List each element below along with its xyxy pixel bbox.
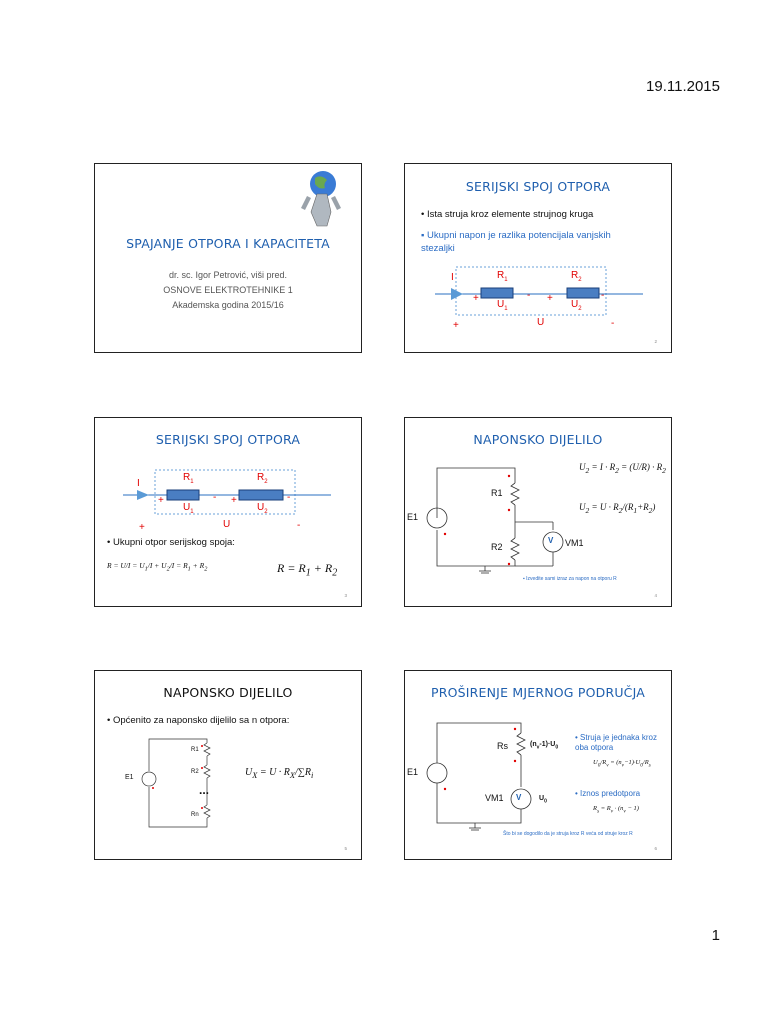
slide-title: NAPONSKO DIJELILO (163, 685, 293, 700)
general-divider-formula: UX = U · RX/∑Ri (245, 767, 314, 780)
n-resistor-divider-circuit (141, 738, 211, 828)
bullet-item: ▪ Ukupni napon je razlika potencijala va… (421, 230, 611, 254)
r1-label: R1 (497, 270, 508, 283)
plus-sign: + (453, 320, 459, 331)
rn-label: Rn (191, 812, 199, 818)
current-label: I (451, 272, 454, 283)
r2-label: R2 (571, 270, 582, 283)
slide-number: 5 (344, 846, 347, 851)
e1-label: E1 (125, 774, 134, 781)
plus-sign: + (139, 522, 145, 533)
u2-label: U2 (257, 502, 268, 515)
slide-number: 4 (654, 593, 657, 598)
minus-sign: - (527, 290, 531, 301)
divider-formula-1: U2 = I · R2 = (U/R) · R2 (579, 462, 666, 475)
slide-3: SERIJSKI SPOJ OTPORA I R1 R2 + - + - U1 … (94, 417, 362, 607)
series-circuit-diagram (123, 469, 331, 515)
bullet-item: • Ukupni otpor serijskog spoja: (107, 537, 235, 548)
current-equality-formula: U0/Rv = (nv−1)·U0/Rs (593, 759, 651, 769)
bullet-item: • Općenito za naponsko dijelilo sa n otp… (107, 715, 290, 726)
total-resistance-formula: R = R1 + R2 (277, 561, 338, 579)
u0-label: U0 (539, 795, 547, 805)
slide-title: NAPONSKO DIJELILO (473, 432, 603, 447)
slide-4: NAPONSKO DIJELILO E1 R1 R2 V VM1 U2 = I … (404, 417, 672, 607)
ellipsis: ... (199, 783, 210, 797)
u1-label: U1 (183, 502, 194, 515)
minus-sign: - (601, 290, 605, 301)
series-circuit-diagram (435, 266, 643, 316)
total-resistance-derivation: R = U/I = U1/I + U2/I = R1 + R2 (107, 561, 208, 573)
r1-label: R1 (183, 472, 194, 485)
total-voltage-label: U (223, 519, 231, 530)
r1-label: R1 (491, 488, 503, 498)
slide-2: SERIJSKI SPOJ OTPORA • Ista struja kroz … (404, 163, 672, 353)
voltage-divider-circuit (426, 467, 564, 574)
bullet-item: • Iznos predotpora (575, 789, 641, 798)
slide-title: SPAJANJE OTPORA I KAPACITETA (126, 236, 330, 251)
plus-sign: + (158, 495, 164, 506)
bullet-item: • Struja je jednaka kroz oba otpora (575, 733, 657, 752)
slide-5: NAPONSKO DIJELILO • Općenito za naponsko… (94, 670, 362, 860)
slide-title: SERIJSKI SPOJ OTPORA (155, 432, 301, 447)
current-label: I (137, 478, 140, 489)
slide-6: PROŠIRENJE MJERNOG PODRUČJA E1 Rs (nv-1)… (404, 670, 672, 860)
minus-sign: - (611, 318, 615, 329)
plus-sign: + (547, 293, 553, 304)
total-voltage-label: U (537, 317, 545, 328)
rs-label: Rs (497, 741, 508, 751)
date-header: 19.11.2015 (646, 78, 720, 95)
rs-voltage-label: (nv-1)·U0 (530, 741, 559, 751)
u1-label: U1 (497, 299, 508, 312)
note-text: ▪ Izvedite sami izraz za napon na otporu… (523, 576, 617, 582)
slide-number: 2 (654, 339, 657, 344)
e1-label: E1 (407, 512, 419, 522)
minus-sign: - (213, 492, 217, 503)
author: dr. sc. Igor Petrović, viši pred. (168, 270, 288, 280)
plus-sign: + (473, 293, 479, 304)
slide-title: SERIJSKI SPOJ OTPORA (465, 179, 611, 194)
series-resistor-formula: Rs = Rv · (nv − 1) (593, 805, 639, 815)
r2-label: R2 (257, 472, 268, 485)
r1-label: R1 (191, 747, 199, 753)
academic-year: Akademska godina 2015/16 (172, 300, 284, 310)
voltmeter-v: V (548, 536, 554, 545)
r2-label: R2 (491, 542, 503, 552)
note-text: Što bi se dogodilo da je struja kroz R v… (503, 831, 633, 837)
plus-sign: + (231, 495, 237, 506)
minus-sign: - (287, 492, 291, 503)
slide-number: 3 (344, 593, 347, 598)
r2-label: R2 (191, 769, 199, 775)
course: OSNOVE ELEKTROTEHNIKE 1 (163, 285, 293, 295)
slide-number: 6 (654, 846, 657, 851)
divider-formula-2: U2 = U · R2/(R1+R2) (579, 502, 656, 515)
robot-globe-illustration (301, 171, 341, 227)
bullet-item: • Ista struja kroz elemente strujnog kru… (421, 209, 594, 220)
minus-sign: - (297, 520, 301, 531)
page-number: 1 (711, 927, 720, 944)
e1-label: E1 (407, 767, 419, 777)
u2-label: U2 (571, 299, 582, 312)
slide-1: SPAJANJE OTPORA I KAPACITETA dr. sc. Igo… (94, 163, 362, 353)
voltmeter-v: V (516, 793, 522, 802)
vm1-label: VM1 (565, 538, 584, 548)
slide-title: PROŠIRENJE MJERNOG PODRUČJA (430, 685, 646, 700)
range-extension-circuit (426, 722, 532, 831)
vm1-label: VM1 (485, 793, 504, 803)
